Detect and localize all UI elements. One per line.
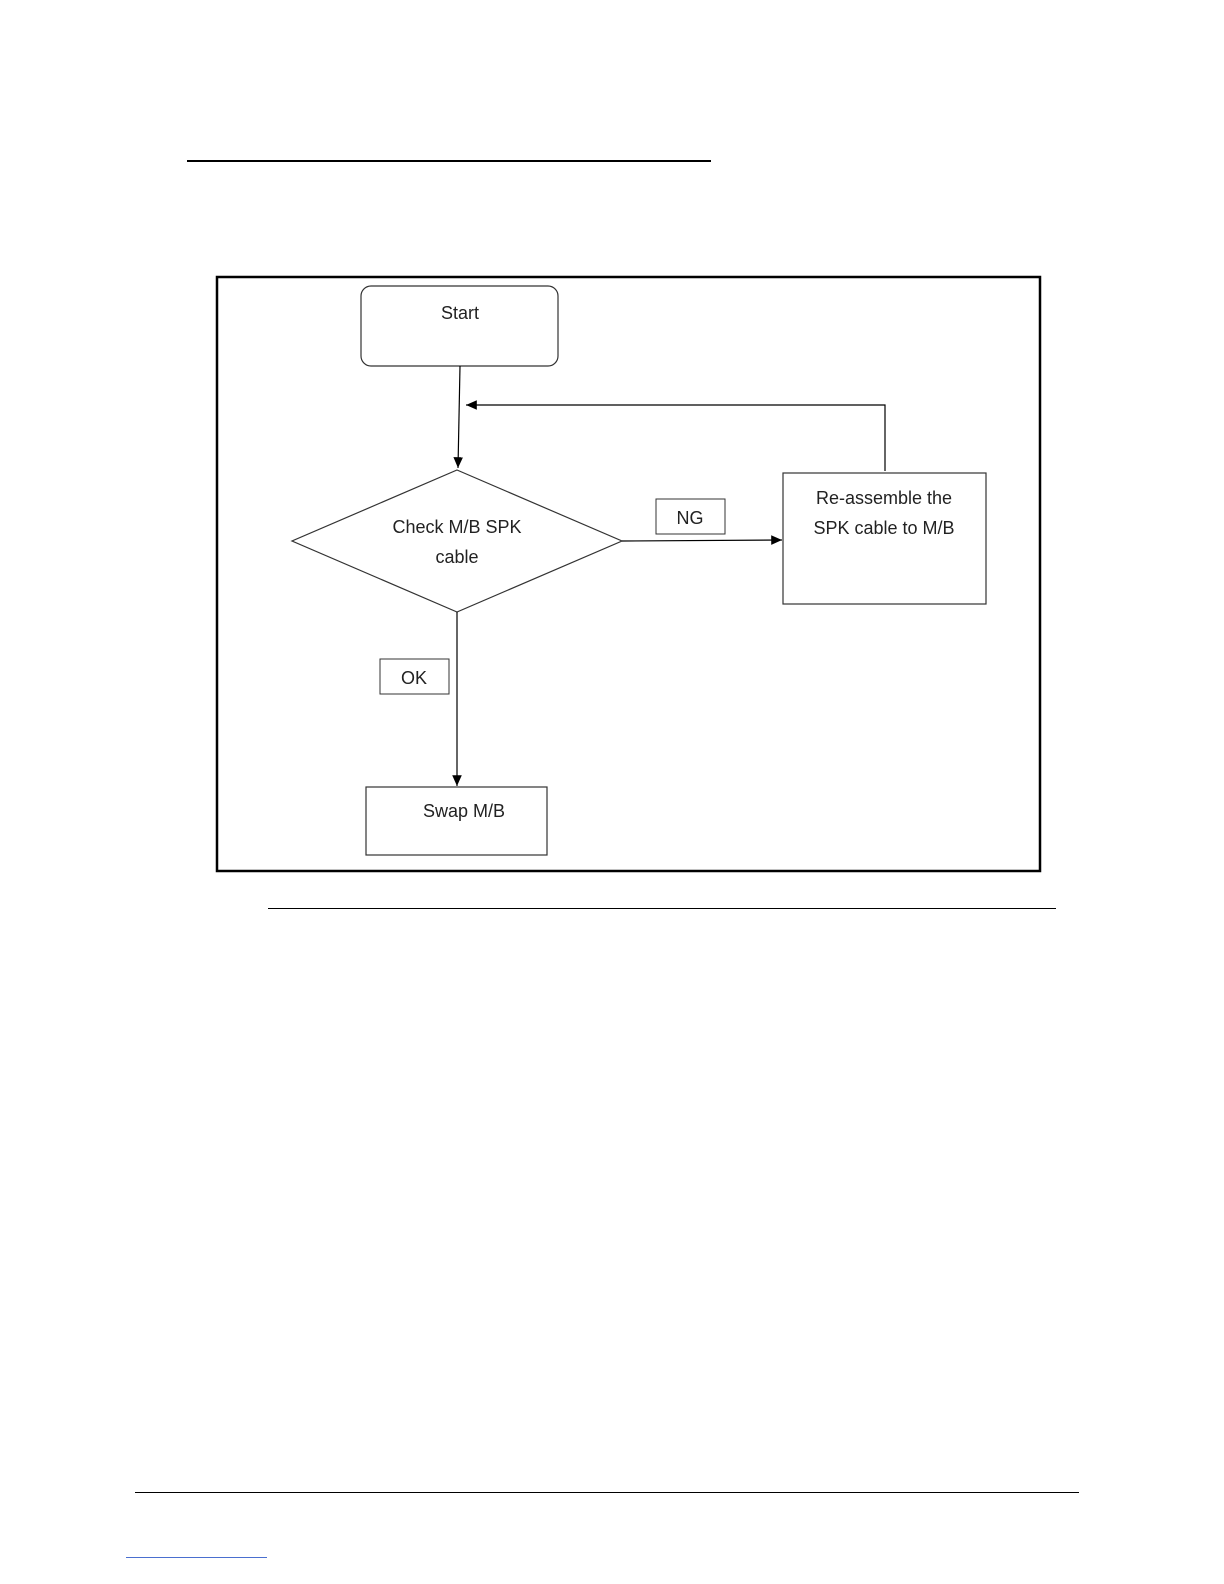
arrow-loop-back [466, 405, 885, 471]
ok-label-box: OK [380, 659, 449, 694]
arrow-start-to-decision [458, 366, 460, 468]
reassemble-label-line2: SPK cable to M/B [813, 518, 954, 538]
start-label: Start [441, 303, 479, 323]
arrow-decision-to-reassemble [622, 540, 782, 541]
decision-label-line1: Check M/B SPK [392, 517, 521, 537]
swap-node: Swap M/B [366, 787, 547, 855]
reassemble-label-line1: Re-assemble the [816, 488, 952, 508]
ok-label: OK [401, 668, 427, 688]
ng-label-box: NG [656, 499, 725, 534]
decision-node: Check M/B SPK cable [292, 470, 622, 612]
ng-label: NG [677, 508, 704, 528]
start-node: Start [361, 286, 558, 366]
swap-label: Swap M/B [423, 801, 505, 821]
decision-label-line2: cable [435, 547, 478, 567]
reassemble-node: Re-assemble the SPK cable to M/B [783, 473, 986, 604]
